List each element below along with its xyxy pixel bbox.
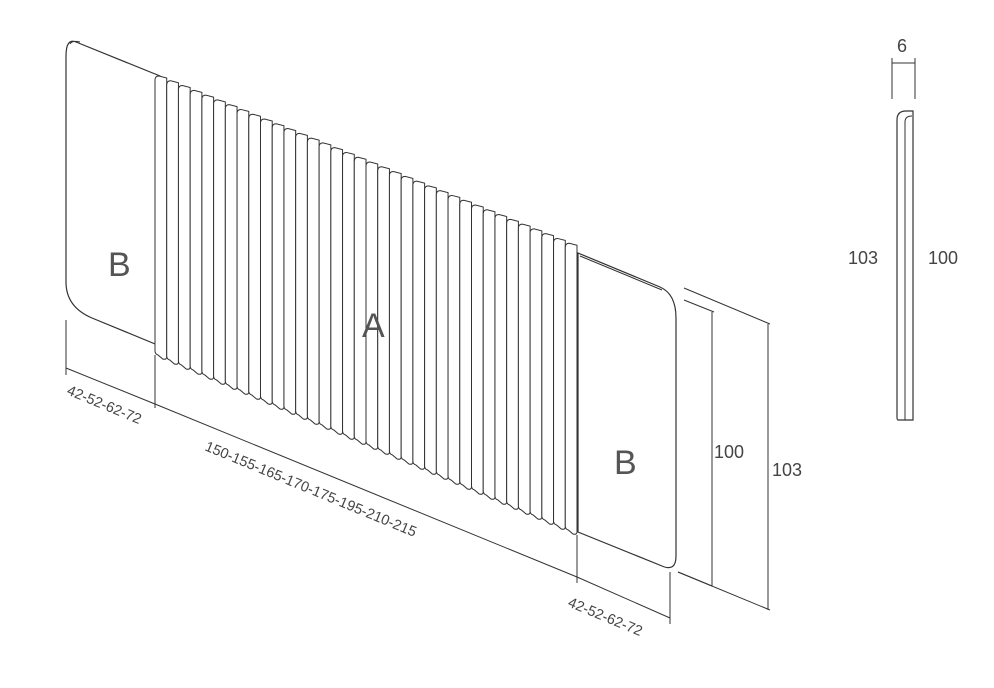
slat (318, 142, 332, 430)
slat (342, 151, 355, 440)
slat (248, 113, 261, 400)
dim-height-inner: 100 (714, 442, 744, 462)
slat (213, 99, 226, 385)
panel-a-label: A (362, 307, 385, 345)
slat (224, 104, 238, 390)
slat (494, 214, 508, 505)
slat (365, 161, 379, 450)
slat (388, 171, 402, 460)
slat (400, 175, 414, 465)
slat (459, 199, 472, 490)
side-height-left: 103 (848, 248, 878, 268)
dim-height-top-ext-2 (683, 299, 715, 313)
dim-height-top-ext-1 (683, 287, 771, 325)
slat (435, 190, 449, 480)
dim-left-width: 42-52-62-72 (64, 383, 143, 428)
slat (260, 118, 273, 405)
slat (271, 123, 285, 410)
slat (517, 223, 531, 515)
slat (506, 218, 519, 510)
slat (306, 137, 320, 425)
dim-line-right (576, 576, 671, 619)
panel-b-left-label: B (108, 246, 131, 284)
slat (189, 89, 203, 375)
slat (177, 85, 191, 370)
slat (412, 180, 426, 470)
slat (295, 132, 308, 420)
slat (482, 209, 496, 500)
side-height-right: 100 (928, 248, 958, 268)
slat (553, 237, 566, 530)
slat (166, 80, 179, 365)
slat (471, 204, 484, 495)
slat (201, 94, 215, 380)
dim-height-outer: 103 (772, 460, 802, 480)
right-panel-b (577, 252, 677, 569)
dim-line-center (154, 403, 578, 578)
dim-line-left (65, 367, 156, 405)
slat (529, 228, 543, 520)
center-panel-a-slats (154, 75, 578, 535)
dim-height-bottom-ext-2 (677, 571, 713, 587)
slat (283, 128, 297, 415)
slat (424, 185, 437, 475)
slat (154, 75, 168, 360)
side-thickness: 6 (897, 36, 907, 56)
slat (447, 194, 461, 485)
slat (236, 108, 250, 395)
right-panel-back-edge (579, 255, 663, 291)
panel-b-right-label: B (614, 444, 637, 482)
slat (377, 166, 390, 455)
slat (541, 233, 555, 525)
side-section-inner-line (904, 115, 913, 420)
slat (564, 242, 578, 535)
left-panel-b (65, 40, 161, 347)
left-panel-top-edge (69, 40, 81, 45)
slat (353, 156, 367, 445)
slat (330, 147, 344, 435)
